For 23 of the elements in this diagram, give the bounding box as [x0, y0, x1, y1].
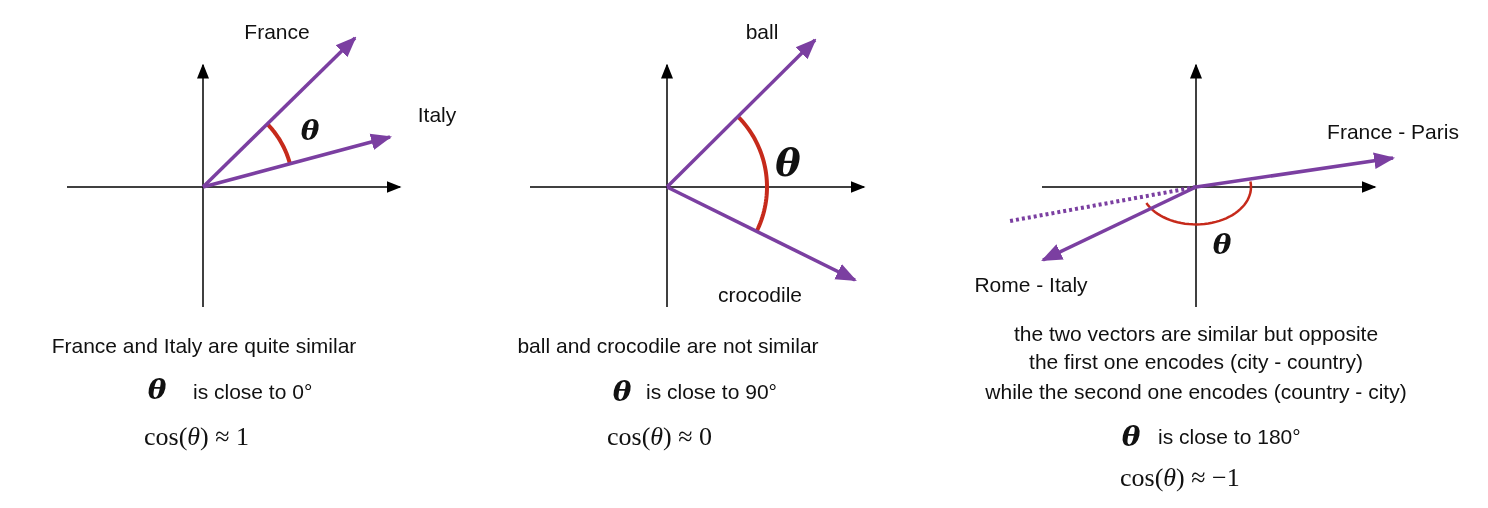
text-label: ball and crocodile are not similar: [517, 334, 819, 358]
angle-symbol: θ: [775, 142, 801, 184]
angle-symbol: θ: [300, 115, 320, 147]
angle-symbol: θ: [147, 374, 167, 406]
text-label: is close to 180°: [1158, 425, 1301, 449]
cosine-formula: cos(θ) ≈ −1: [1120, 463, 1240, 493]
angle-symbol: θ: [1212, 229, 1232, 261]
text-label: Rome - Italy: [974, 273, 1088, 297]
text-label: is close to 90°: [646, 380, 777, 404]
text-label: crocodile: [718, 283, 802, 307]
text-label: is close to 0°: [193, 380, 313, 404]
cosine-formula: cos(θ) ≈ 0: [607, 422, 713, 452]
cosine-formula: cos(θ) ≈ 1: [144, 422, 250, 452]
text-label: France - Paris: [1327, 120, 1459, 144]
text-label: the two vectors are similar but opposite: [1013, 322, 1379, 346]
text-label: ball: [745, 20, 779, 44]
text-label: while the second one encodes (country - city): [985, 380, 1407, 404]
text-label: the first one encodes (city - country): [1029, 350, 1363, 374]
text-label: France and Italy are quite similar: [51, 334, 357, 358]
angle-symbol: θ: [1121, 421, 1141, 453]
text-label: Italy: [417, 103, 457, 127]
angle-symbol: θ: [612, 376, 632, 408]
text-label: France: [244, 20, 310, 44]
